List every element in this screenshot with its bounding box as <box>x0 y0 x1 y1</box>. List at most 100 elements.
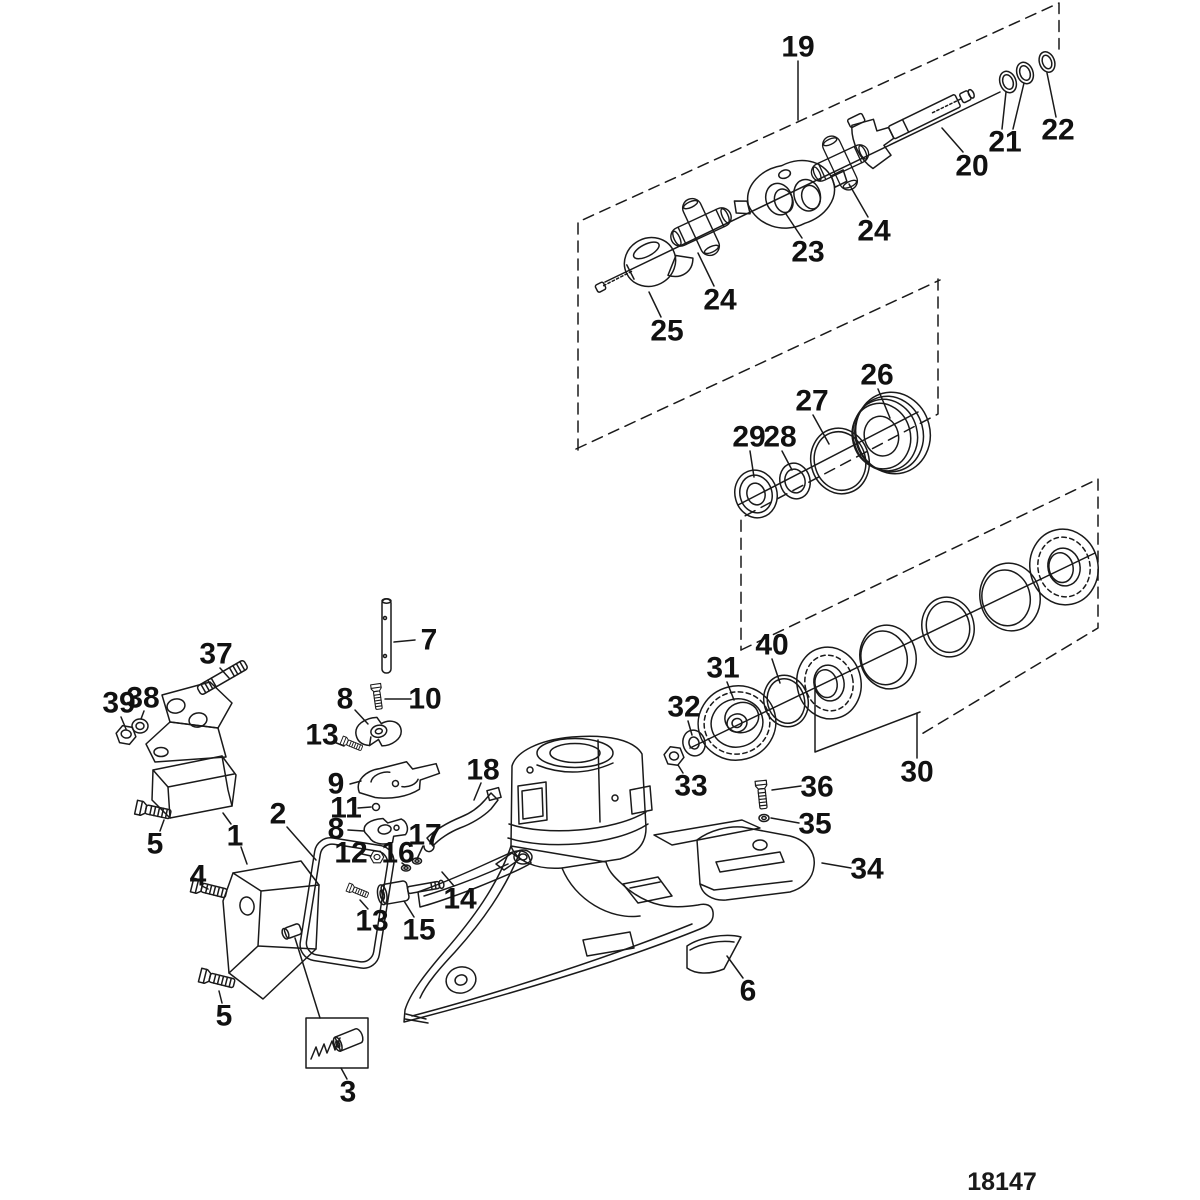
leader-line-32 <box>687 720 693 736</box>
part-label-36: 36 <box>800 771 833 804</box>
leader-line-5 <box>218 990 223 1004</box>
anode-assembly <box>653 779 815 974</box>
leader-line-8 <box>354 709 369 725</box>
part-label-16: 16 <box>381 837 414 870</box>
seal-group <box>734 391 932 519</box>
seal-29 <box>734 469 778 519</box>
mount-group <box>115 660 395 1069</box>
leader-line-18 <box>473 782 482 801</box>
leader-line-9 <box>349 780 362 785</box>
leader-line-13 <box>333 741 345 747</box>
leader-line-24 <box>848 183 869 218</box>
part-label-6: 6 <box>740 975 757 1008</box>
shift-shaft-7 <box>381 598 392 674</box>
part-label-35: 35 <box>798 808 831 841</box>
u-joint-cross-24b <box>799 123 881 203</box>
leader-line-29 <box>749 450 755 478</box>
bearing-train <box>663 528 1099 766</box>
part-label-33: 33 <box>674 770 707 803</box>
leader-line-28 <box>781 450 793 471</box>
bolt-5a <box>133 799 173 823</box>
part-label-20: 20 <box>955 150 988 183</box>
leader-line-1 <box>240 846 248 865</box>
part-label-37: 37 <box>199 638 232 671</box>
part-label-22: 22 <box>1041 114 1074 147</box>
diagram-number: 18147 <box>967 1168 1037 1196</box>
part-label-13: 13 <box>355 905 388 938</box>
bearing-race-30b <box>859 624 917 690</box>
part-label-24: 24 <box>703 284 737 317</box>
gasket-2 <box>299 837 395 969</box>
leader-line-1 <box>222 812 232 825</box>
part-label-1: 1 <box>227 820 244 853</box>
part-label-31: 31 <box>706 652 739 685</box>
ball-11 <box>371 802 381 812</box>
part-label-17: 17 <box>408 819 441 852</box>
seal-carrier-26 <box>851 391 932 475</box>
leader-line-26 <box>877 388 891 419</box>
bevel-gear-31 <box>697 685 777 761</box>
part-label-4: 4 <box>190 860 207 893</box>
bearing-race-30d <box>979 562 1041 632</box>
housing-pivot-boss <box>445 966 477 994</box>
shift-lever-14 <box>417 849 533 908</box>
leader-line-16 <box>401 862 407 867</box>
leader-line-33 <box>677 764 684 774</box>
wear-plate-6 <box>686 934 742 974</box>
leader-line-25 <box>648 291 662 318</box>
screw-13b <box>345 882 370 900</box>
nut-39 <box>115 724 137 746</box>
stud-37 <box>196 660 248 695</box>
part-label-19: 19 <box>781 31 814 64</box>
housing-bearing-block <box>507 735 653 869</box>
driveshaft-assembly <box>594 51 1056 293</box>
detent-kit-3 <box>294 937 369 1069</box>
part-label-26: 26 <box>860 359 893 392</box>
part-label-10: 10 <box>408 683 441 716</box>
shift-arm-18 <box>423 786 502 853</box>
leader-line-3 <box>340 1067 348 1080</box>
part-label-24: 24 <box>857 215 891 248</box>
leader-line-20 <box>941 127 964 153</box>
leader-line-21 <box>1001 91 1007 130</box>
u-joint-cross-24a <box>658 185 744 269</box>
leader-line-34 <box>821 862 852 869</box>
leader-line-12 <box>361 853 372 857</box>
part-label-5: 5 <box>147 828 164 861</box>
center-coupler-23 <box>733 159 848 229</box>
engine-mount-lower-1 <box>222 860 320 1000</box>
yoke-shaft-20 <box>846 88 975 170</box>
bolt-36 <box>754 779 770 810</box>
anode-plate-34 <box>696 826 815 901</box>
part-label-32: 32 <box>667 691 700 724</box>
leader-line-35 <box>770 817 800 824</box>
washer-38 <box>131 718 149 734</box>
retaining-ring-22 <box>1038 51 1056 73</box>
engine-mount-upper-1 <box>145 681 237 819</box>
leader-line-4 <box>201 885 209 890</box>
leader-line-23 <box>785 213 803 239</box>
leader-line-31 <box>726 681 735 701</box>
leader-line-6 <box>726 955 744 979</box>
part-label-5: 5 <box>216 1000 233 1033</box>
part-label-23: 23 <box>791 236 824 269</box>
part-label-30: 30 <box>900 756 933 789</box>
shim-ring-30c <box>921 596 975 658</box>
pivot-pin-15 <box>376 879 445 906</box>
part-label-7: 7 <box>421 624 438 657</box>
part-label-28: 28 <box>763 421 796 454</box>
leader-line-39 <box>120 716 127 730</box>
o-rings-21 <box>998 61 1035 94</box>
shift-plate-9 <box>357 761 441 799</box>
leader-line-13 <box>359 899 369 910</box>
part-label-34: 34 <box>850 853 884 886</box>
part-label-8: 8 <box>328 813 345 846</box>
leader-line-5 <box>159 819 165 832</box>
coupler-yoke-25 <box>594 236 694 293</box>
part-label-14: 14 <box>443 883 477 916</box>
tapered-bearing-30a <box>796 646 862 720</box>
leader-line-38 <box>140 710 145 720</box>
